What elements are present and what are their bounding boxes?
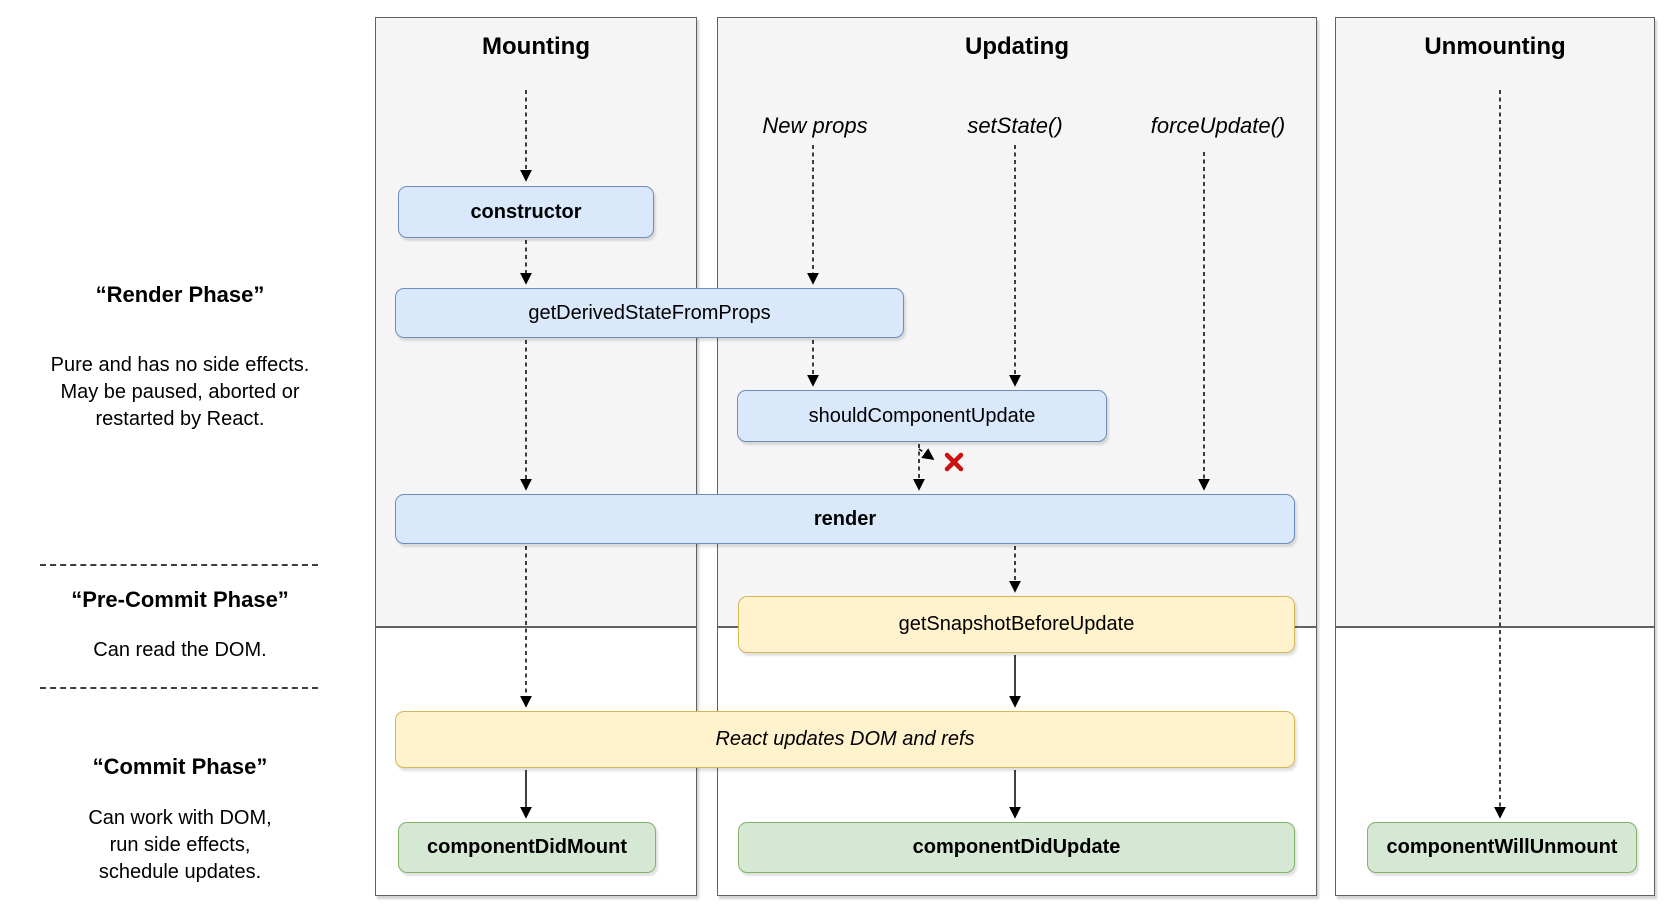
phase-separator-top [40, 564, 318, 566]
trigger-new-props: New props [762, 113, 868, 138]
pre-commit-phase-line: Can read the DOM. [93, 639, 267, 661]
node-component-did-update: componentDidUpdate [738, 822, 1295, 873]
phase-separator-bottom [40, 687, 318, 689]
node-constructor: constructor [398, 186, 654, 238]
pre-commit-phase-title: “Pre-Commit Phase” [71, 587, 289, 612]
commit-phase-line: schedule updates. [98, 861, 262, 883]
render-phase-line: May be paused, aborted or [60, 381, 300, 403]
node-should-component-update: shouldComponentUpdate [737, 390, 1107, 442]
commit-phase-description: Can work with DOM, run side effects, sch… [15, 805, 345, 886]
unmounting-panel-render-zone [1335, 17, 1655, 627]
render-phase-description: Pure and has no side effects. May be pau… [15, 352, 345, 433]
render-phase-line: restarted by React. [95, 408, 265, 430]
node-component-did-mount: componentDidMount [398, 822, 656, 873]
trigger-force-update: forceUpdate() [1150, 113, 1286, 138]
column-header-updating: Updating [965, 33, 1069, 60]
node-render: render [395, 494, 1295, 544]
trigger-set-state: setState() [967, 113, 1063, 138]
commit-phase-line: run side effects, [109, 834, 251, 856]
pre-commit-phase-description: Can read the DOM. [15, 637, 345, 664]
commit-phase-title: “Commit Phase” [92, 754, 268, 779]
column-header-unmounting: Unmounting [1424, 33, 1566, 60]
node-get-snapshot-before-update: getSnapshotBeforeUpdate [738, 596, 1295, 653]
commit-phase-line: Can work with DOM, [88, 807, 272, 829]
render-phase-title: “Render Phase” [95, 282, 265, 307]
node-get-derived-state-from-props: getDerivedStateFromProps [395, 288, 904, 338]
node-react-updates-dom: React updates DOM and refs [395, 711, 1295, 768]
node-component-will-unmount: componentWillUnmount [1367, 822, 1637, 873]
render-phase-line: Pure and has no side effects. [50, 354, 310, 376]
column-header-mounting: Mounting [482, 33, 590, 60]
